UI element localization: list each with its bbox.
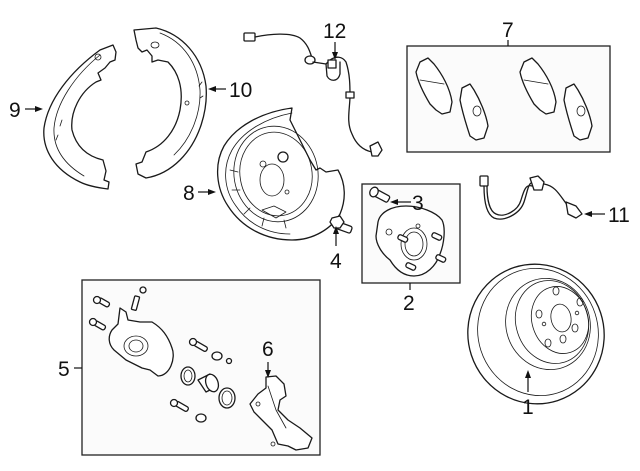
callout-8[interactable]: 8 [183, 182, 216, 205]
callout-label-7: 7 [502, 19, 514, 42]
hub-bolt[interactable] [329, 215, 353, 234]
pad-inner-1 [459, 83, 489, 141]
brake-hose[interactable] [479, 175, 583, 220]
caliper-assembly[interactable] [88, 286, 236, 423]
caliper-bolt-lower [88, 317, 107, 331]
callout-7[interactable]: 7 [502, 19, 514, 46]
pin-boot [211, 351, 233, 365]
parking-brake-shoe-front[interactable] [43, 44, 117, 190]
piston-seal [180, 366, 196, 386]
callout-label-4: 4 [330, 250, 342, 273]
callout-3[interactable]: 3 [390, 192, 424, 215]
pad-outer-2 [519, 57, 557, 115]
callout-10[interactable]: 10 [208, 79, 252, 102]
callout-12[interactable]: 12 [323, 20, 346, 60]
abs-sensor[interactable] [243, 32, 383, 157]
callout-label-9: 9 [9, 99, 21, 122]
wheel-stud[interactable] [368, 186, 391, 203]
caliper-bolt-upper [92, 295, 111, 308]
callout-label-8: 8 [183, 182, 195, 205]
callout-label-2: 2 [403, 292, 415, 315]
callout-1[interactable]: 1 [522, 370, 534, 419]
pad-outer-1 [415, 57, 453, 115]
callout-9[interactable]: 9 [9, 99, 43, 122]
bleeder-screw [130, 286, 147, 311]
callout-2[interactable]: 2 [403, 283, 415, 315]
callout-label-10: 10 [229, 79, 252, 102]
callout-label-3: 3 [412, 192, 424, 215]
caliper-support-bracket[interactable] [249, 375, 313, 451]
guide-pin-lower [169, 398, 189, 413]
dust-boot [218, 387, 236, 409]
hub-bearing-assembly[interactable] [375, 205, 447, 277]
pad-inner-2 [563, 83, 593, 141]
callout-11[interactable]: 11 [584, 204, 630, 227]
pin-boot-lower [195, 413, 207, 423]
brake-pad-set[interactable] [415, 57, 593, 141]
backing-plate[interactable] [216, 107, 345, 241]
callout-label-6: 6 [262, 338, 274, 361]
callout-label-12: 12 [323, 20, 346, 43]
callout-6[interactable]: 6 [262, 338, 274, 378]
parking-brake-shoe-rear[interactable] [133, 27, 207, 179]
callout-5[interactable]: 5 [58, 358, 82, 381]
brake-rotor[interactable] [450, 246, 623, 421]
caliper-body [108, 307, 174, 377]
callout-4[interactable]: 4 [330, 226, 342, 273]
callout-label-11: 11 [608, 204, 630, 227]
callout-label-5: 5 [58, 358, 70, 381]
guide-pin [188, 337, 208, 353]
piston [197, 373, 220, 393]
callout-label-1: 1 [522, 396, 534, 419]
